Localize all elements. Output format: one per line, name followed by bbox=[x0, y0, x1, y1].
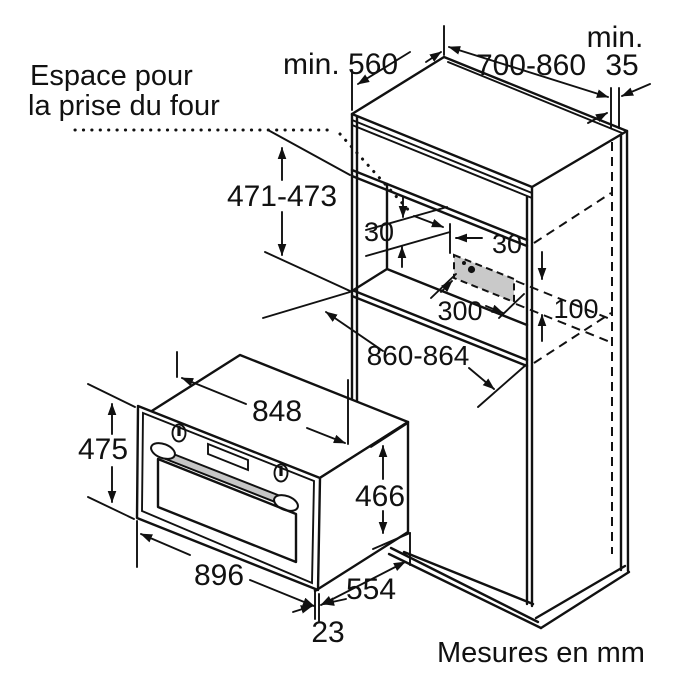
ext-strokes bbox=[365, 206, 451, 257]
socket-note-line1: Espace pour bbox=[30, 60, 193, 92]
dim-line bbox=[448, 46, 609, 98]
niche-hidden-sill bbox=[533, 312, 612, 364]
niche-interior-lines bbox=[350, 182, 529, 327]
niche-top-edge bbox=[350, 168, 529, 248]
dimension-label: 860-864 bbox=[367, 340, 470, 371]
niche-sill-edge bbox=[350, 288, 529, 368]
socket-note-line2: la prise du four bbox=[28, 90, 220, 122]
arrow-left bbox=[140, 533, 191, 556]
leader-arrow bbox=[413, 215, 444, 228]
dimension-socket-width: 300 bbox=[430, 273, 525, 326]
socket-leader bbox=[73, 128, 444, 228]
oven-knob-right bbox=[273, 463, 289, 483]
arrow-right bbox=[621, 83, 651, 97]
cabinet-bottom-side bbox=[534, 564, 631, 630]
ext-lines bbox=[264, 129, 351, 292]
dimension-socket-top-offset: 30 bbox=[364, 196, 451, 268]
oven-knob-left bbox=[171, 423, 187, 443]
ext-lines bbox=[610, 87, 620, 129]
dim-line bbox=[320, 561, 406, 606]
dimension-label: min. 560 bbox=[283, 48, 398, 81]
dimension-label: 554 bbox=[346, 573, 396, 606]
socket-point bbox=[467, 265, 476, 274]
dimension-value: 35 bbox=[605, 49, 638, 82]
cabinet-bottom-front bbox=[387, 546, 543, 630]
ext-lines bbox=[176, 351, 349, 445]
dimension-cabinet-depth: min. 560 bbox=[283, 25, 445, 111]
oven-door-window bbox=[156, 457, 298, 564]
dimension-label: 848 bbox=[252, 395, 302, 428]
arrow-left bbox=[587, 112, 608, 124]
arrow-right bbox=[468, 367, 495, 390]
socket-area-rect bbox=[453, 253, 515, 304]
arrow-left bbox=[322, 597, 347, 606]
arrow-left bbox=[440, 280, 453, 293]
dotted-leader-line bbox=[73, 128, 414, 216]
socket-note: Espace pour la prise du four bbox=[28, 60, 220, 122]
ext-strokes bbox=[262, 291, 528, 408]
dimension-label: 700-860 bbox=[476, 49, 586, 82]
cabinet bbox=[350, 55, 631, 630]
ext-lines bbox=[351, 25, 445, 111]
dimension-label: 466 bbox=[355, 480, 405, 513]
dimension-label-min: min. bbox=[587, 21, 644, 54]
dimension-label: 23 bbox=[311, 616, 344, 649]
dimension-label: 471-473 bbox=[227, 180, 337, 213]
dimension-oven-depth: 554 bbox=[320, 532, 411, 606]
oven-handle bbox=[150, 442, 299, 512]
dimension-niche-floor-height: 700-860 bbox=[448, 46, 620, 129]
arrow-right bbox=[292, 605, 313, 614]
socket-band-hidden-top bbox=[515, 280, 611, 320]
niche-hidden-top bbox=[533, 192, 612, 244]
ext-lines bbox=[136, 520, 320, 622]
dimension-rear-clearance: min. 35 bbox=[587, 21, 651, 124]
dimension-oven-front-height: 475 bbox=[78, 383, 136, 520]
dimension-socket-height: 100 bbox=[537, 251, 599, 342]
dimension-label: 300 bbox=[437, 296, 482, 326]
socket-zone bbox=[453, 253, 515, 304]
oven-display bbox=[207, 442, 249, 472]
arrow-right bbox=[249, 579, 315, 607]
cabinet-back-edge bbox=[619, 129, 630, 573]
arrow-right bbox=[425, 51, 442, 63]
dimension-label: 30 bbox=[364, 217, 394, 247]
dimension-door-overhang: 23 bbox=[292, 597, 347, 649]
oven-handle-cap-left bbox=[150, 442, 176, 460]
dimension-label: 896 bbox=[194, 559, 244, 592]
dimension-niche-width: 860-864 bbox=[262, 291, 528, 408]
dimension-label: 475 bbox=[78, 433, 128, 466]
dimension-oven-body-height: 466 bbox=[355, 422, 411, 550]
arrow-right bbox=[306, 427, 346, 444]
ext-strokes bbox=[87, 383, 136, 520]
oven-door-panel bbox=[135, 404, 322, 592]
dimension-oven-body-width: 848 bbox=[176, 351, 349, 445]
arrow-right bbox=[485, 304, 504, 314]
dimension-label: 30 bbox=[492, 229, 522, 259]
oven-door-frame bbox=[141, 411, 315, 585]
dimension-niche-height: 471-473 bbox=[227, 129, 351, 292]
dimension-label: 100 bbox=[553, 294, 598, 324]
oven bbox=[135, 353, 410, 593]
cabinet-front-right-edge bbox=[525, 185, 534, 608]
dimension-oven-front-width: 896 bbox=[136, 520, 320, 622]
arrow-left bbox=[181, 377, 247, 405]
dimension-socket-side-offset: 30 bbox=[449, 223, 522, 259]
units-note: Mesures en mm bbox=[437, 637, 645, 669]
socket-point-small bbox=[462, 261, 466, 265]
socket-band-hidden-bottom bbox=[515, 303, 611, 343]
ext-strokes bbox=[370, 422, 411, 550]
arrow-left bbox=[357, 51, 411, 85]
arrow-left bbox=[325, 311, 384, 352]
